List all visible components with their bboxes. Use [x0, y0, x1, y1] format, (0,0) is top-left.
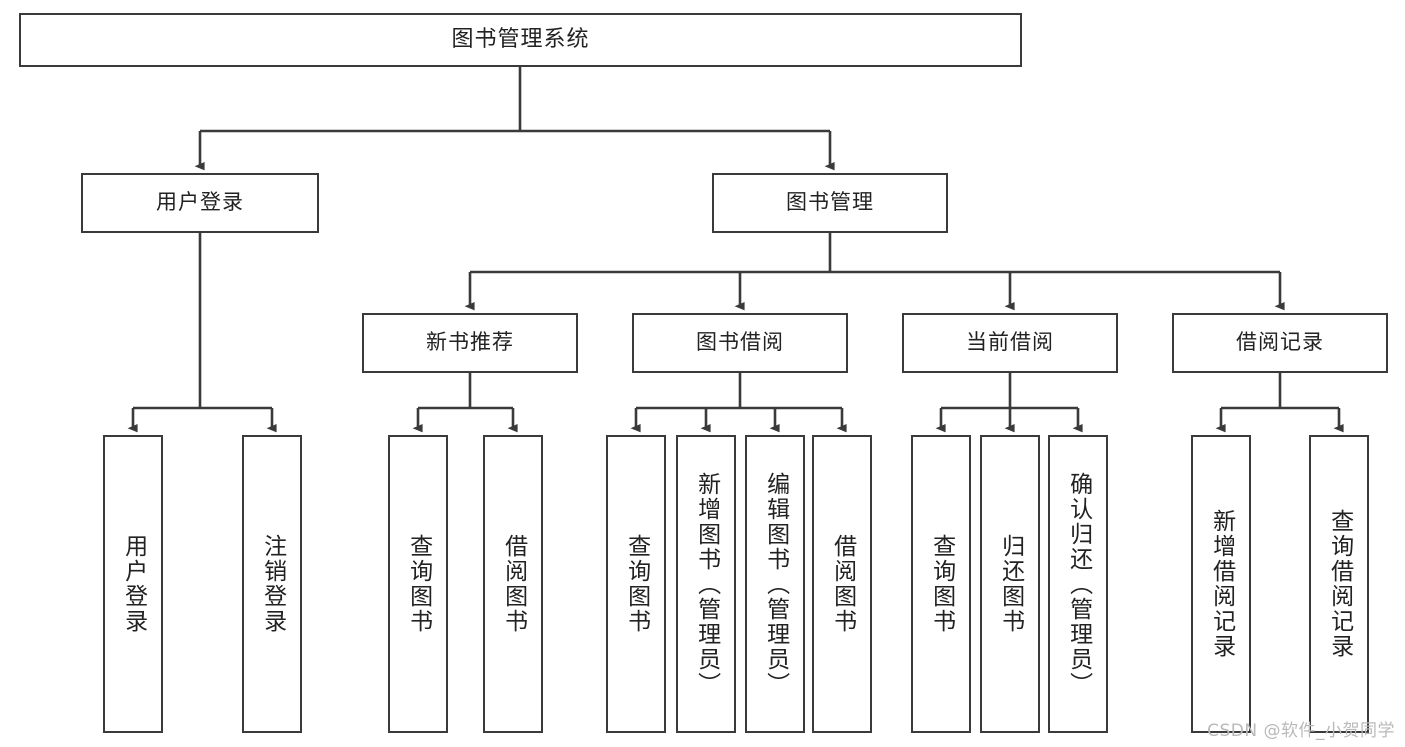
leaf-label: 编辑图书（管理员） — [762, 471, 789, 697]
leaf-search-books-current[interactable]: 查询图书 — [911, 435, 971, 733]
leaf-label: 确认归还（管理员） — [1065, 471, 1092, 697]
leaf-search-borrowing-record[interactable]: 查询借阅记录 — [1309, 435, 1369, 733]
leaf-label: 归还图书 — [997, 534, 1024, 634]
leaf-edit-book-admin[interactable]: 编辑图书（管理员） — [745, 435, 805, 733]
leaf-label: 查询图书 — [623, 534, 650, 634]
leaf-label: 查询图书 — [405, 534, 432, 634]
leaf-label: 注销登录 — [259, 534, 286, 634]
node-book-borrowing[interactable]: 图书借阅 — [632, 313, 848, 373]
leaf-borrow-books-recommendation[interactable]: 借阅图书 — [483, 435, 543, 733]
leaf-search-books-recommendation[interactable]: 查询图书 — [388, 435, 448, 733]
connector-xinshutuijian-to-leaves — [412, 373, 518, 433]
leaf-label: 新增图书（管理员） — [693, 471, 720, 697]
leaf-label: 查询图书 — [928, 534, 955, 634]
leaf-label: 借阅图书 — [500, 534, 527, 634]
connector-tushuguanli-to-level3 — [464, 233, 1285, 311]
leaf-label: 用户登录 — [120, 534, 147, 634]
leaf-return-books[interactable]: 归还图书 — [980, 435, 1040, 733]
node-label: 借阅记录 — [1236, 330, 1324, 355]
connector-tushujieyue-to-leaves — [630, 373, 847, 433]
connector-dangqianjieyue-to-leaves — [935, 373, 1083, 433]
connector-jieyuejilu-to-leaves — [1215, 373, 1344, 433]
node-book-management[interactable]: 图书管理 — [712, 173, 948, 233]
leaf-search-books-borrowing[interactable]: 查询图书 — [606, 435, 666, 733]
leaf-add-book-admin[interactable]: 新增图书（管理员） — [676, 435, 736, 733]
leaf-user-login[interactable]: 用户登录 — [103, 435, 163, 733]
node-label: 用户登录 — [156, 190, 244, 215]
node-label: 图书借阅 — [696, 330, 784, 355]
node-new-book-recommendation[interactable]: 新书推荐 — [362, 313, 578, 373]
connector-yonghudenglu-to-leaves — [127, 233, 277, 433]
leaf-label: 新增借阅记录 — [1208, 509, 1235, 659]
connector-root-to-level2 — [194, 67, 835, 171]
node-label: 新书推荐 — [426, 330, 514, 355]
node-borrowing-records[interactable]: 借阅记录 — [1172, 313, 1388, 373]
node-label: 图书管理 — [786, 190, 874, 215]
leaf-confirm-return-admin[interactable]: 确认归还（管理员） — [1048, 435, 1108, 733]
node-root-book-management-system[interactable]: 图书管理系统 — [19, 13, 1022, 67]
leaf-add-borrowing-record[interactable]: 新增借阅记录 — [1191, 435, 1251, 733]
node-label: 图书管理系统 — [451, 26, 590, 52]
leaf-label: 借阅图书 — [829, 534, 856, 634]
leaf-borrow-books-borrowing[interactable]: 借阅图书 — [812, 435, 872, 733]
node-label: 当前借阅 — [966, 330, 1054, 355]
leaf-logout[interactable]: 注销登录 — [242, 435, 302, 733]
node-current-borrowing[interactable]: 当前借阅 — [902, 313, 1118, 373]
leaf-label: 查询借阅记录 — [1326, 509, 1353, 659]
node-user-login[interactable]: 用户登录 — [81, 173, 319, 233]
